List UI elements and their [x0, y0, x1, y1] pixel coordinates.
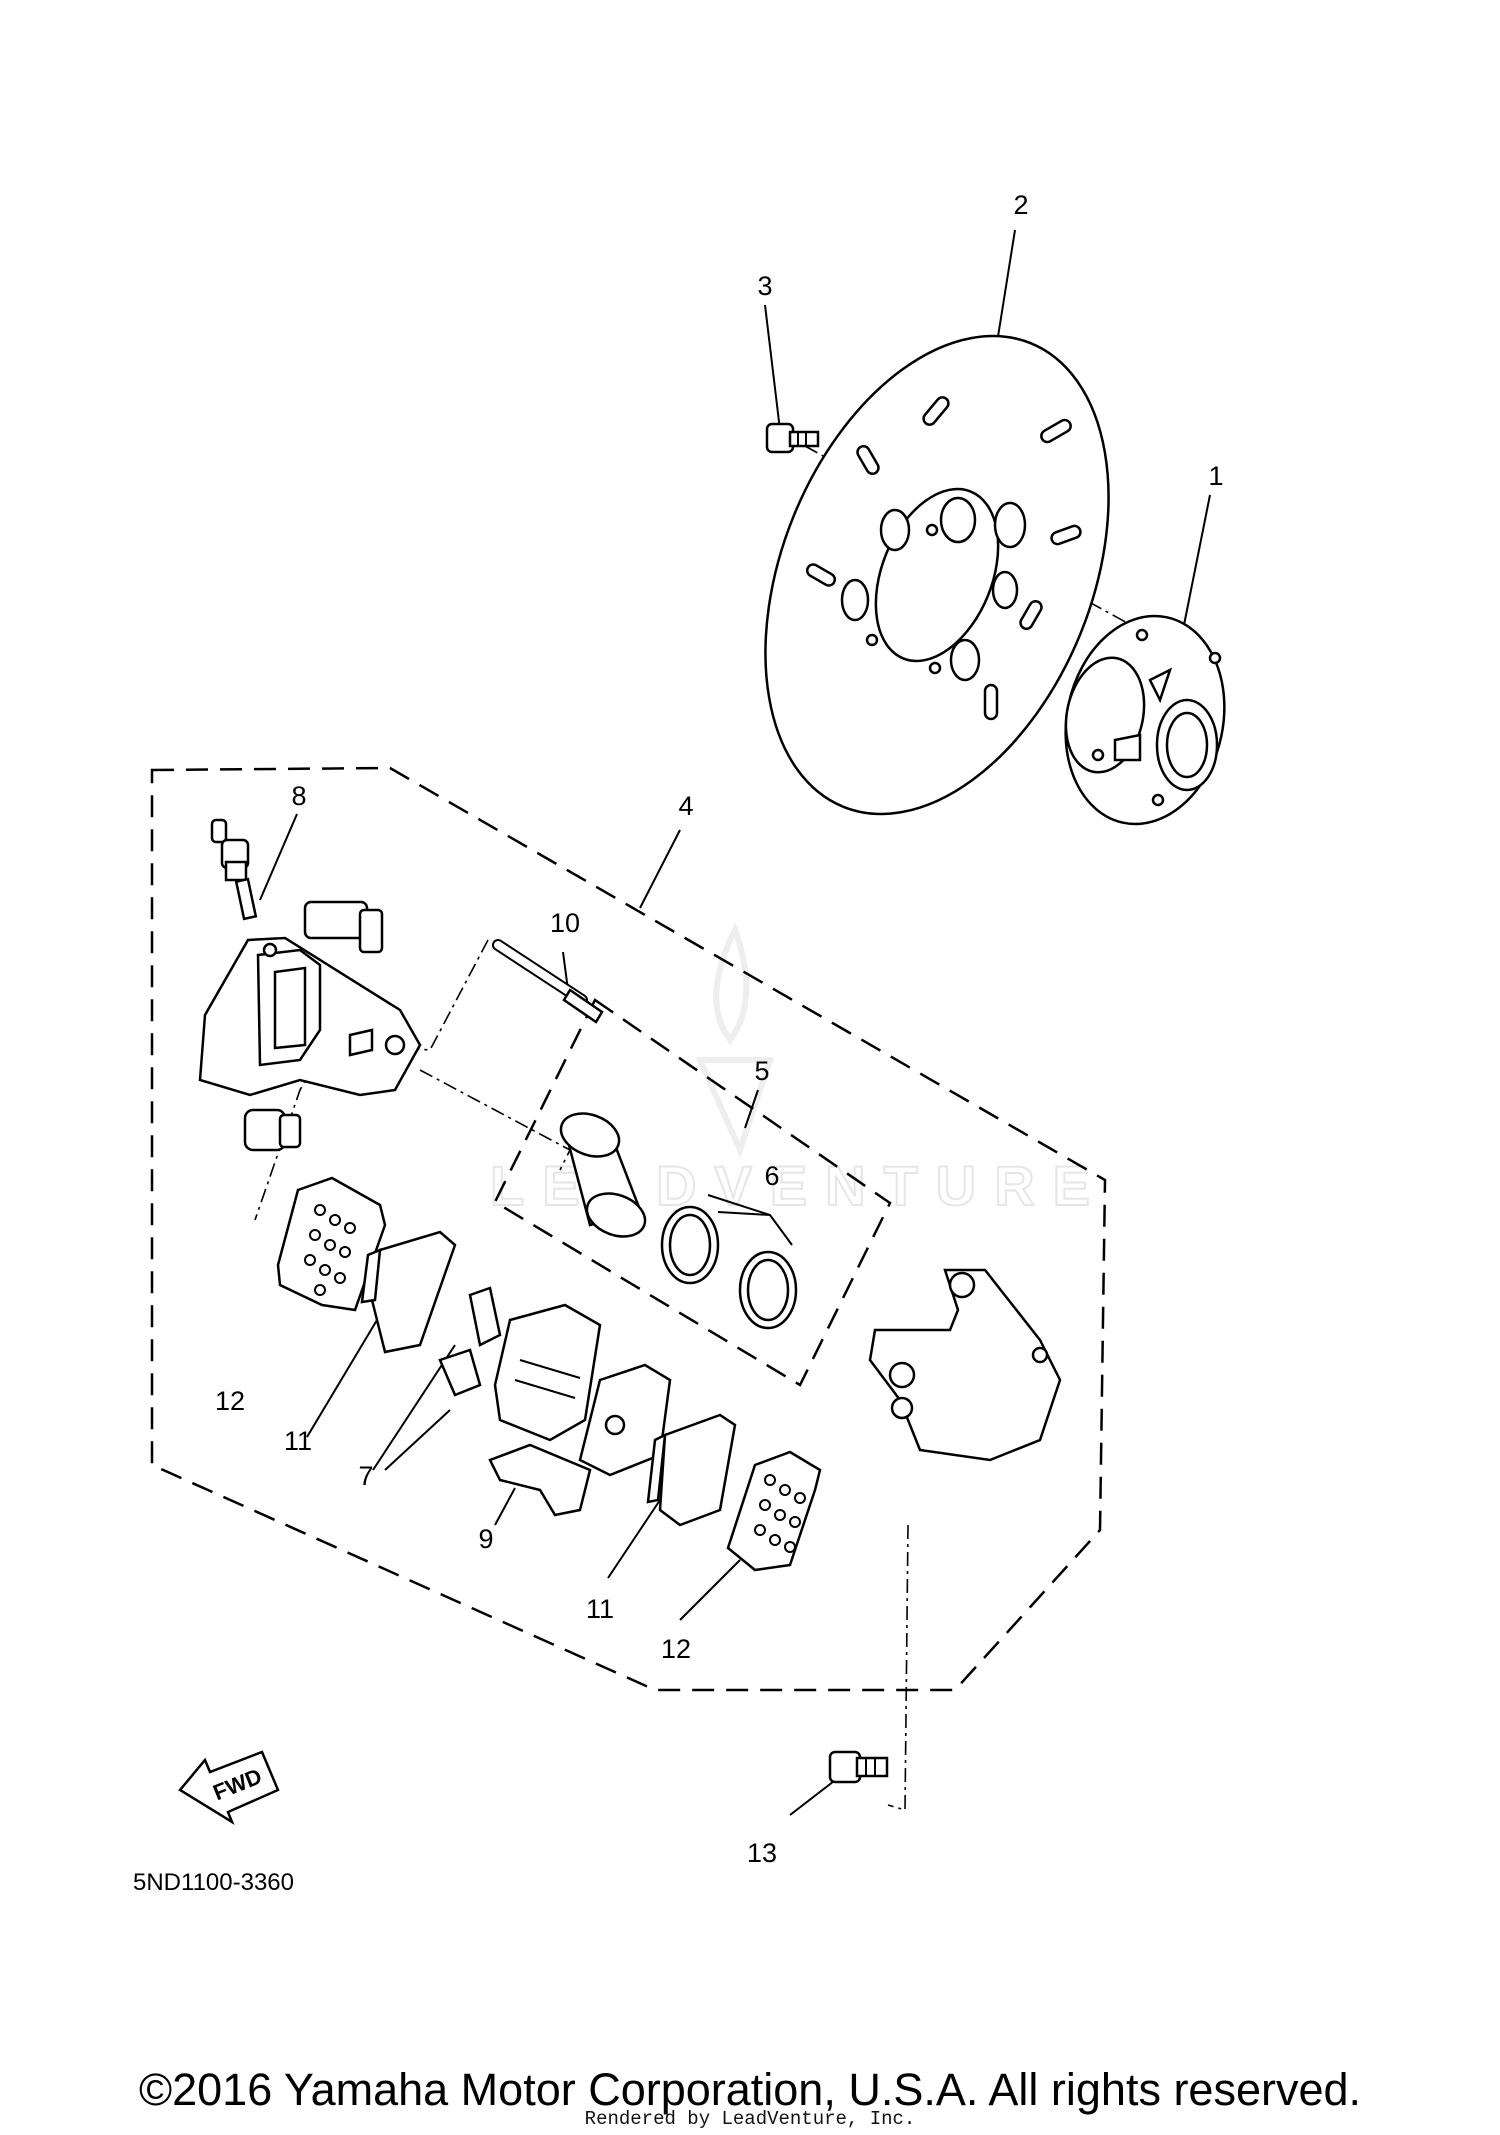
part-code: 5ND1100-3360 — [133, 1869, 294, 1896]
pad-shim-left — [276, 1176, 387, 1312]
piston — [559, 1112, 647, 1238]
disc-bolt — [765, 422, 820, 454]
pad-spring — [438, 1286, 502, 1397]
callout-1: 1 — [1208, 461, 1223, 491]
callout-8: 8 — [291, 781, 306, 811]
watermark-logo — [695, 922, 775, 1159]
brake-pad-right — [646, 1413, 737, 1527]
callout-5: 5 — [754, 1056, 769, 1086]
callout-4: 4 — [678, 791, 693, 821]
callout-12-right: 12 — [661, 1634, 691, 1664]
callout-7: 7 — [358, 1461, 373, 1491]
piston-kit-boundary — [493, 998, 892, 1387]
copyright-notice: ©2016 Yamaha Motor Corporation, U.S.A. A… — [138, 2064, 1362, 2115]
caliper-kit-boundary — [150, 766, 1107, 1692]
piston-seal-2 — [738, 1250, 798, 1330]
caliper-bracket — [868, 1268, 1062, 1462]
callout-6: 6 — [764, 1161, 779, 1191]
brake-disc — [764, 334, 1110, 816]
rendered-by-notice: Rendered by LeadVenture, Inc. — [584, 2108, 916, 2130]
brake-pad-left — [360, 1230, 457, 1354]
caliper-body — [198, 900, 422, 1152]
piston-seal-1 — [660, 1205, 720, 1285]
fwd-arrow-icon: FWD — [178, 1750, 280, 1826]
pad-support — [488, 1303, 602, 1517]
bleed-screw — [210, 818, 258, 921]
hub — [1064, 614, 1226, 826]
callout-2: 2 — [1013, 190, 1028, 220]
callout-13: 13 — [747, 1838, 777, 1868]
caliper-pin — [492, 939, 604, 1024]
callout-11-left: 11 — [284, 1426, 312, 1456]
callout-10: 10 — [550, 908, 580, 938]
bracket-bolt — [828, 1750, 889, 1784]
callout-9: 9 — [478, 1524, 493, 1554]
callout-12-left: 12 — [215, 1386, 245, 1416]
callout-3: 3 — [757, 271, 772, 301]
callout-11-right: 11 — [586, 1594, 614, 1624]
pad-shim-right — [726, 1450, 822, 1572]
callout-labels: 2 3 1 4 8 10 5 6 12 11 7 9 11 12 13 — [215, 190, 1224, 1868]
